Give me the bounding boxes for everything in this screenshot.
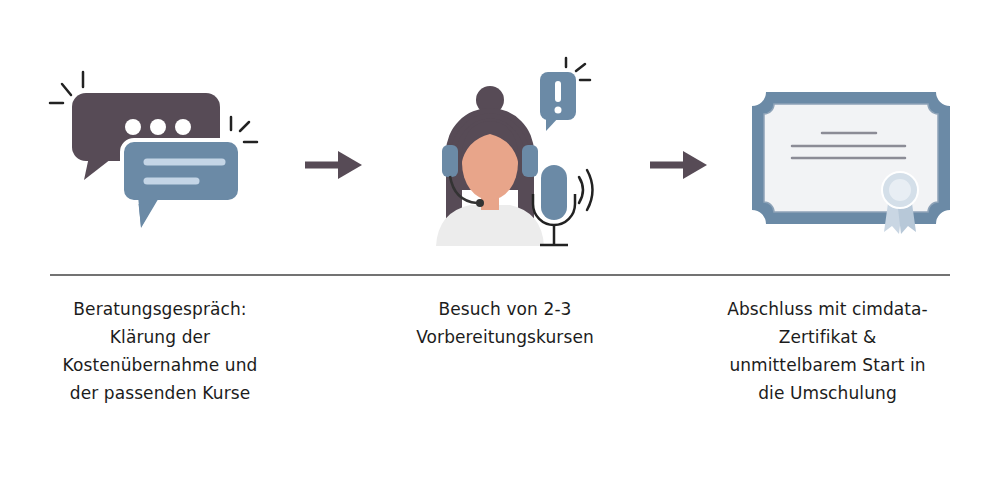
headset-agent-icon-part bbox=[522, 145, 538, 177]
headset-agent-icon-part bbox=[546, 116, 560, 131]
flow-arrow bbox=[650, 162, 695, 169]
speech-bubbles-icon-part bbox=[122, 140, 240, 202]
headset-agent-icon-part bbox=[476, 199, 484, 207]
certificate-icon-part bbox=[889, 179, 911, 201]
flow-arrow bbox=[305, 162, 350, 169]
headset-agent-icon-part-part bbox=[580, 79, 590, 82]
step-caption: Besuch von 2-3 Vorbereitungskursen bbox=[399, 295, 611, 351]
speech-bubbles-icon-part-part bbox=[82, 72, 85, 87]
certificate-icon-part-part bbox=[792, 145, 905, 148]
headset-agent-icon-part bbox=[461, 121, 519, 165]
speech-bubbles-icon bbox=[50, 72, 257, 232]
headset-agent-icon-part bbox=[442, 145, 458, 177]
speech-bubbles-icon-part bbox=[138, 196, 160, 228]
speech-bubbles-icon-part bbox=[147, 159, 222, 166]
speech-bubbles-icon-part bbox=[50, 72, 257, 142]
speech-bubbles-icon-part bbox=[125, 119, 141, 135]
headset-agent-icon-part bbox=[540, 244, 568, 247]
headset-agent-icon-part bbox=[553, 225, 556, 245]
certificate-icon-part bbox=[752, 92, 950, 224]
divider-line bbox=[50, 274, 950, 276]
certificate-icon-part-part bbox=[822, 132, 876, 135]
headset-agent-icon-part bbox=[555, 81, 561, 102]
certificate-icon-part bbox=[882, 172, 918, 208]
speech-bubbles-icon-part-part bbox=[50, 102, 63, 105]
headset-agent-icon-part-part bbox=[587, 170, 593, 210]
speech-bubbles-icon-part-part bbox=[244, 141, 257, 144]
speech-bubbles-icon-part-part bbox=[240, 122, 249, 131]
headset-agent-icon-part-part bbox=[579, 177, 583, 203]
headset-agent-icon-part-part bbox=[565, 58, 568, 67]
certificate-icon-part bbox=[764, 104, 938, 212]
certificate-icon bbox=[752, 92, 950, 234]
speech-bubbles-icon-part bbox=[150, 119, 166, 135]
headset-agent-icon-part-part bbox=[576, 64, 585, 71]
headset-agent-icon-part bbox=[452, 116, 528, 160]
headset-agent-icon-part bbox=[541, 165, 567, 220]
process-step: Besuch von 2-3 Vorbereitungskursen bbox=[360, 60, 650, 361]
headset-agent-icon-part bbox=[436, 205, 544, 246]
speech-bubbles-icon-part-part bbox=[62, 84, 71, 95]
process-step: Beratungsgespräch: Klärung der Kostenübe… bbox=[15, 60, 305, 417]
headset-agent-icon-part bbox=[555, 107, 562, 114]
certificate-icon-part bbox=[792, 133, 905, 158]
process-step: Abschluss mit cimdata-Zertifikat & unmit… bbox=[705, 60, 950, 417]
step-caption: Abschluss mit cimdata-Zertifikat & unmit… bbox=[722, 295, 934, 407]
step-caption: Beratungsgespräch: Klärung der Kostenübe… bbox=[54, 295, 266, 407]
headset-agent-icon-part bbox=[533, 194, 575, 225]
speech-bubbles-icon-part bbox=[175, 119, 191, 135]
headset-agent-icon-part bbox=[540, 72, 576, 120]
headset-agent-icon bbox=[436, 58, 593, 246]
speech-bubbles-icon-part-part bbox=[230, 117, 233, 130]
certificate-icon-part-part bbox=[792, 157, 905, 160]
headset-agent-icon-part bbox=[450, 176, 477, 203]
headset-agent-icon-part bbox=[566, 58, 593, 210]
speech-bubbles-icon-part bbox=[147, 178, 196, 185]
